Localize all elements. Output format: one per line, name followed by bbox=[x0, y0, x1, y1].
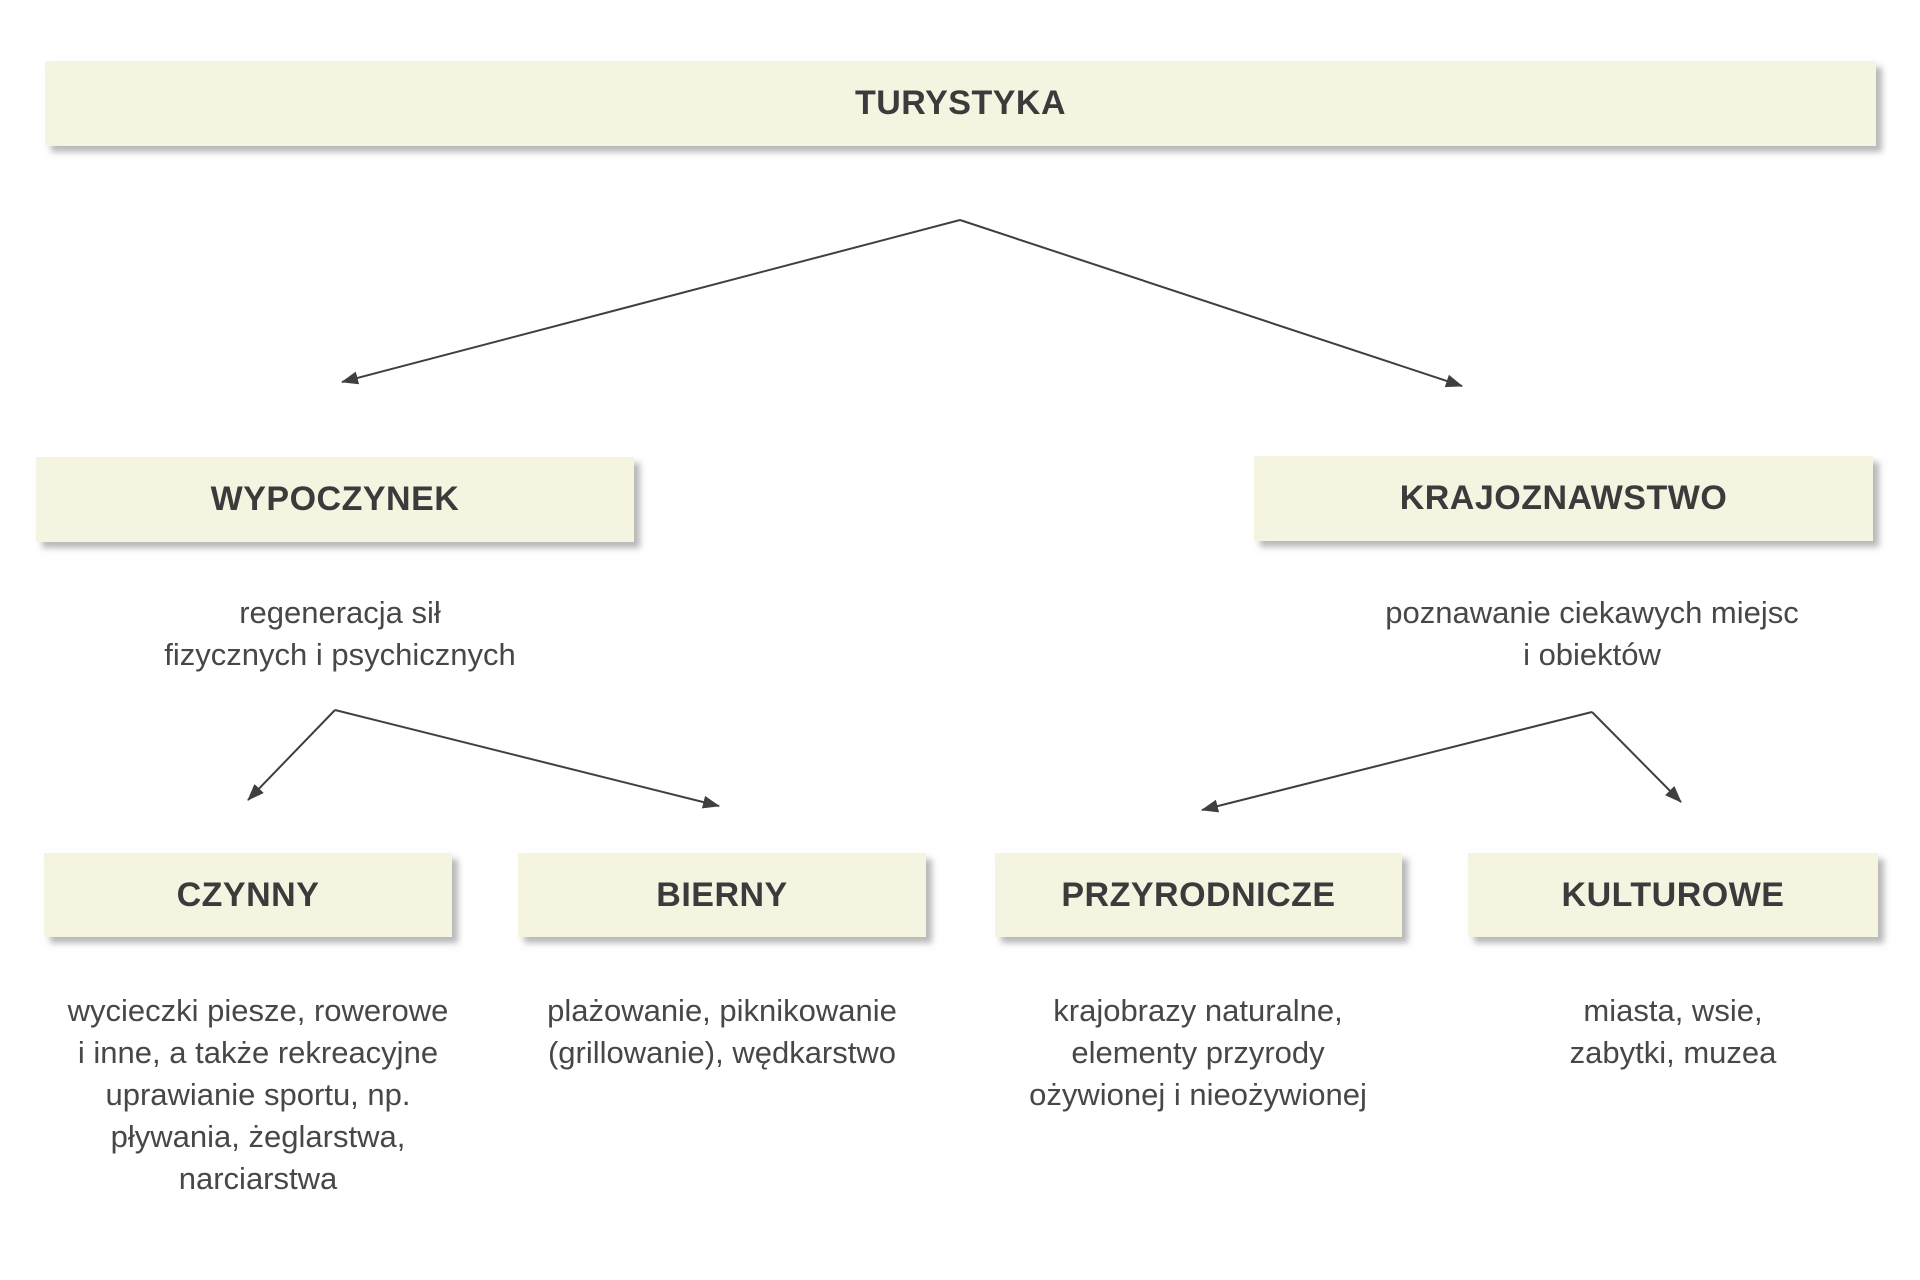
node-krajoznawstwo-label: KRAJOZNAWSTWO bbox=[1399, 479, 1728, 517]
arrow-krajoznawstwo-przyrodnicze bbox=[1201, 711, 1593, 813]
node-czynny-label: CZYNNY bbox=[176, 875, 320, 914]
node-turystyka: TURYSTYKA bbox=[45, 61, 1876, 146]
node-kulturowe: KULTUROWE bbox=[1468, 853, 1878, 937]
arrow-turystyka-krajoznawstwo bbox=[959, 219, 1463, 388]
description-czynny: wycieczki piesze, rowerowe i inne, a tak… bbox=[67, 993, 449, 1196]
node-bierny: BIERNY bbox=[518, 853, 926, 937]
node-czynny: CZYNNY bbox=[44, 853, 452, 937]
description-bierny: plażowanie, piknikowanie (grillowanie), … bbox=[547, 993, 897, 1070]
arrow-wypoczynek-czynny bbox=[247, 709, 336, 801]
node-wypoczynek-label: WYPOCZYNEK bbox=[210, 480, 460, 518]
description-krajoznawstwo: poznawanie ciekawych miejsc i obiektów bbox=[1385, 595, 1799, 672]
description-kulturowe: miasta, wsie, zabytki, muzea bbox=[1569, 993, 1777, 1070]
node-bierny-label: BIERNY bbox=[656, 875, 788, 914]
node-turystyka-label: TURYSTYKA bbox=[854, 84, 1067, 122]
node-wypoczynek: WYPOCZYNEK bbox=[36, 457, 634, 542]
description-wypoczynek: regeneracja sił fizycznych i psychicznyc… bbox=[164, 595, 516, 672]
arrow-turystyka-wypoczynek bbox=[341, 219, 961, 385]
node-przyrodnicze: PRZYRODNICZE bbox=[995, 853, 1402, 937]
arrow-wypoczynek-bierny bbox=[334, 709, 720, 809]
description-przyrodnicze: krajobrazy naturalne, elementy przyrody … bbox=[1029, 993, 1367, 1112]
node-kulturowe-label: KULTUROWE bbox=[1561, 875, 1785, 914]
node-krajoznawstwo: KRAJOZNAWSTWO bbox=[1254, 456, 1873, 541]
node-przyrodnicze-label: PRZYRODNICZE bbox=[1061, 875, 1336, 914]
arrow-krajoznawstwo-kulturowe bbox=[1591, 711, 1682, 803]
